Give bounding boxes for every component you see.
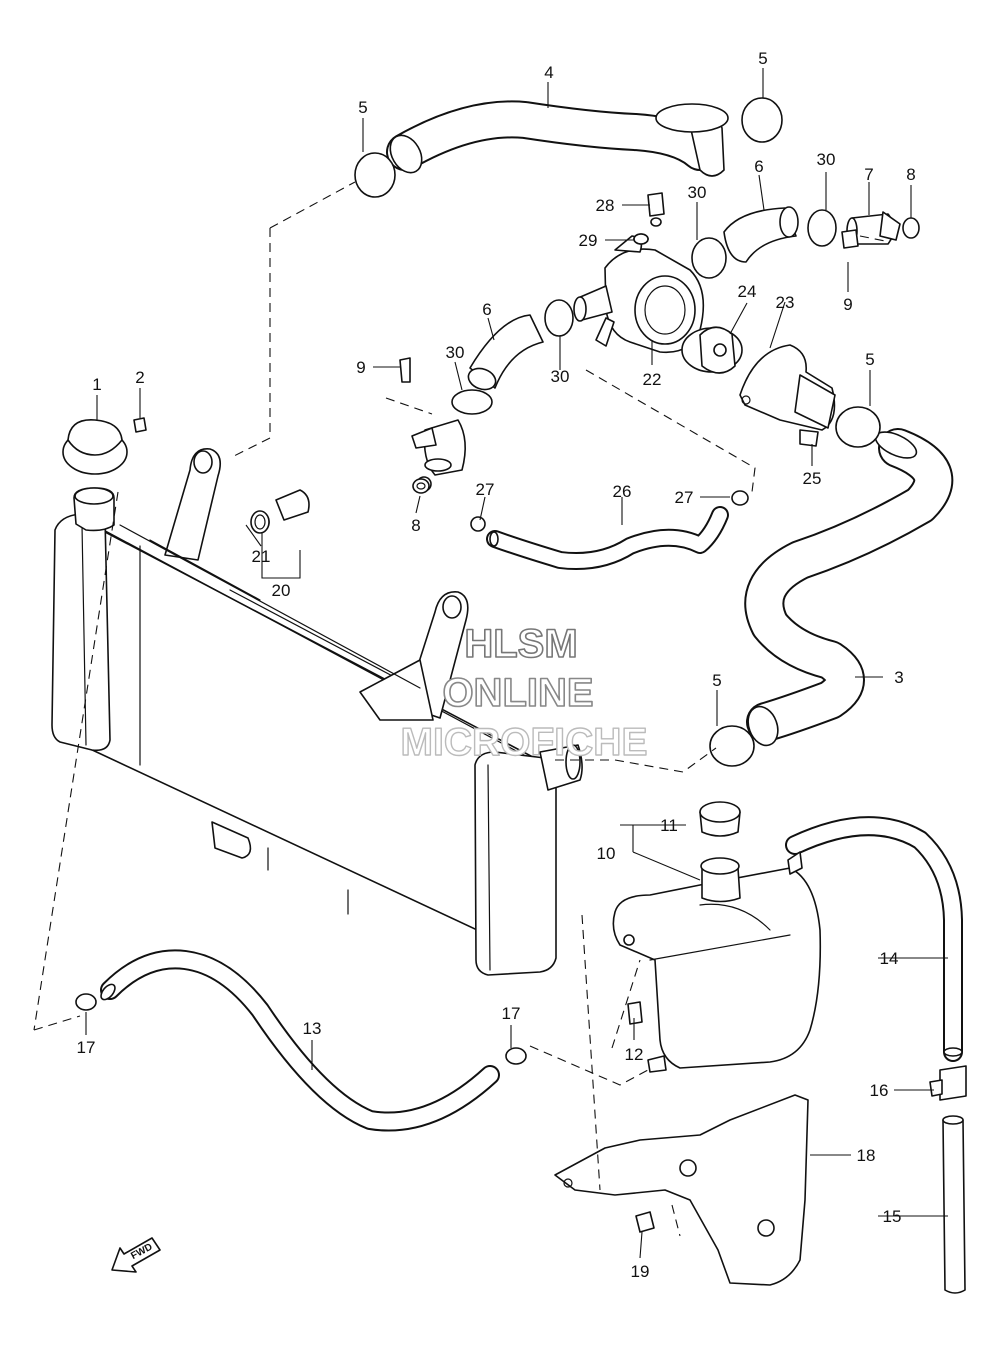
callout-15: 15 <box>883 1207 902 1226</box>
callout-23: 23 <box>776 293 795 312</box>
watermark-line2: ONLINE <box>442 671 593 715</box>
callout-3: 3 <box>894 668 903 687</box>
callout-21: 21 <box>252 547 271 566</box>
callout-25: 25 <box>803 469 822 488</box>
callout-19: 19 <box>631 1262 650 1281</box>
callout-8a: 8 <box>906 165 915 184</box>
bypass-hose <box>486 506 729 571</box>
inlet-fitting <box>411 419 466 476</box>
callout-6a: 6 <box>754 157 763 176</box>
callout-1: 1 <box>92 375 101 394</box>
callout-8b: 8 <box>411 516 420 535</box>
callout-26: 26 <box>613 482 632 501</box>
callout-30a: 30 <box>688 183 707 202</box>
reservoir-hose <box>100 949 500 1132</box>
upper-hose <box>386 100 729 177</box>
hose-upper-right <box>723 206 799 263</box>
callout-6b: 6 <box>482 300 491 319</box>
leader-lines <box>85 68 948 1259</box>
tee-fitting <box>929 1065 967 1101</box>
callout-13: 13 <box>303 1019 322 1038</box>
temperature-sensor <box>254 192 665 532</box>
callout-12: 12 <box>625 1045 644 1064</box>
hose-clamps <box>75 97 920 1065</box>
callout-5b: 5 <box>758 49 767 68</box>
watermark: HLSM ONLINE MICROFICHE <box>400 621 648 765</box>
lower-hose <box>744 428 954 747</box>
callout-30b: 30 <box>817 150 836 169</box>
callout-11: 11 <box>660 816 678 835</box>
reservoir-bracket <box>554 1094 809 1286</box>
callout-5d: 5 <box>712 671 721 690</box>
assembly-lines <box>33 181 891 1237</box>
callout-4: 4 <box>544 63 553 82</box>
callout-10: 10 <box>597 844 616 863</box>
callout-29: 29 <box>579 231 598 250</box>
radiator <box>51 448 583 976</box>
callout-labels: 1 2 3 4 5 5 5 5 6 6 7 8 8 9 9 10 11 12 1… <box>77 49 916 1281</box>
callout-9a: 9 <box>356 358 365 377</box>
callout-16: 16 <box>870 1081 889 1100</box>
o-rings <box>250 233 649 534</box>
callout-17a: 17 <box>77 1038 96 1057</box>
callout-7: 7 <box>864 165 873 184</box>
callout-28: 28 <box>596 196 615 215</box>
watermark-line3: MICROFICHE <box>401 721 648 764</box>
fwd-arrow-icon: FWD <box>111 1237 161 1273</box>
callout-27b: 27 <box>675 488 694 507</box>
callout-18: 18 <box>857 1146 876 1165</box>
callout-17b: 17 <box>502 1004 521 1023</box>
overflow-hose <box>785 816 966 1294</box>
callout-2: 2 <box>135 368 144 387</box>
thermostat <box>681 326 743 374</box>
callout-30d: 30 <box>446 343 465 362</box>
callout-20: 20 <box>272 581 291 600</box>
callout-14: 14 <box>880 949 899 968</box>
callout-5a: 5 <box>358 98 367 117</box>
thermostat-cover <box>739 344 836 431</box>
reservoir-tank <box>612 801 822 1069</box>
callout-30c: 30 <box>551 367 570 386</box>
radiator-cap <box>62 419 128 475</box>
callout-5c: 5 <box>865 350 874 369</box>
watermark-line1: HLSM <box>464 622 577 666</box>
callout-22: 22 <box>643 370 662 389</box>
callout-9b: 9 <box>843 295 852 314</box>
bolts <box>133 229 859 1233</box>
callout-24: 24 <box>738 282 757 301</box>
callout-27a: 27 <box>476 480 495 499</box>
thermostat-housing <box>573 235 705 354</box>
hose-left <box>467 314 544 391</box>
